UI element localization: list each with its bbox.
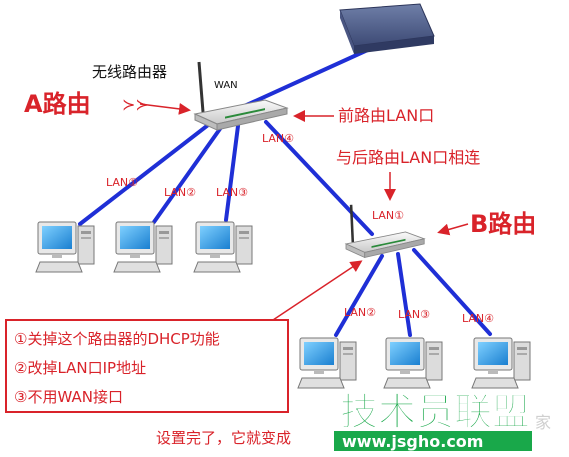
router-a-label: A路由: [24, 90, 91, 118]
front-lan-label: 前路由LAN口: [338, 106, 434, 125]
instruction-pointer: [269, 260, 363, 323]
watermark-faint: 家: [535, 413, 551, 432]
watermark-brand: 技术员联盟: [340, 390, 530, 434]
router-a-icon: [194, 61, 288, 131]
pc-b2-icon: [297, 337, 357, 389]
pc-b4-icon: [471, 337, 531, 389]
router-a-lan1-label: LAN①: [106, 176, 138, 189]
pc-a1-icon: [35, 221, 95, 273]
router-b-lan1-label: LAN①: [372, 209, 404, 222]
instruction-line-2: ②改掉LAN口IP地址: [14, 359, 146, 377]
router-b-icon: [345, 204, 425, 258]
modem-icon: [339, 3, 435, 54]
instruction-line-1: ①关掉这个路由器的DHCP功能: [14, 330, 220, 348]
cable-router-a-lan1: [78, 120, 214, 226]
cable-router-b-lan3: [396, 252, 412, 337]
router-a-lan3-label: LAN③: [216, 186, 248, 199]
pc-a2-icon: [113, 221, 173, 273]
watermark-url: www.jsgho.com: [342, 432, 483, 451]
router-a-pointer: [139, 102, 191, 115]
router-a-arrows: ≻≻: [122, 95, 149, 114]
cable-router-b-lan2: [334, 254, 384, 337]
cable-router-b-lan4: [412, 248, 492, 336]
instruction-box: [5, 319, 289, 413]
bottom-caption: 设置完了，它就变成: [156, 429, 291, 447]
router-b-lan2-label: LAN②: [344, 306, 376, 319]
pc-a3-icon: [193, 221, 253, 273]
connect-rear-label: 与后路由LAN口相连: [336, 148, 480, 167]
router-b-label: B路由: [470, 210, 536, 238]
watermark-url-bg: [334, 431, 532, 451]
wireless-router-label: 无线路由器: [92, 63, 167, 81]
wan-port-label: WAN: [214, 80, 238, 91]
router-b-lan4-label: LAN④: [462, 312, 494, 325]
router-a-lan4-label: LAN④: [262, 132, 294, 145]
router-a-lan2-label: LAN②: [164, 186, 196, 199]
router-b-pointer: [437, 223, 469, 236]
cable-router-a-lan4-to-b: [264, 120, 374, 236]
instruction-line-3: ③不用WAN接口: [14, 388, 123, 406]
router-b-lan3-label: LAN③: [398, 308, 430, 321]
cable-router-a-lan3: [224, 124, 240, 222]
cables: [78, 46, 492, 337]
pc-b3-icon: [383, 337, 443, 389]
cable-modem-to-router-a: [238, 46, 374, 110]
cable-router-a-lan2: [152, 124, 224, 224]
